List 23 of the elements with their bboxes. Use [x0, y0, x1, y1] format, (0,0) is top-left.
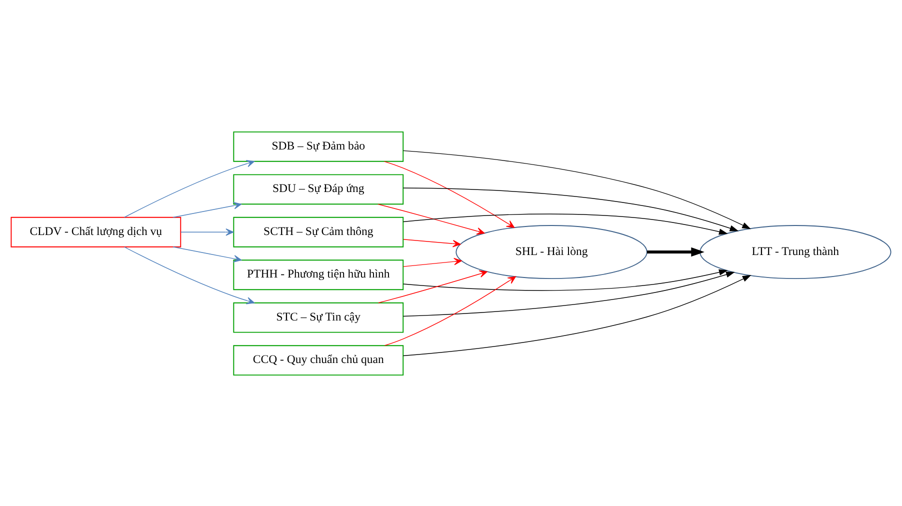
arrow — [172, 246, 242, 262]
arrow — [124, 160, 255, 218]
arrow — [402, 271, 735, 316]
arrow — [402, 213, 728, 234]
arrow — [180, 228, 234, 236]
arrow — [402, 187, 739, 231]
arrow — [403, 257, 462, 266]
arrow — [403, 238, 461, 247]
arrow — [647, 246, 704, 256]
node-box: STC – Sự Tin cậy — [233, 302, 404, 332]
node-box: CCQ - Quy chuẩn chủ quan — [233, 344, 404, 376]
node-box: SDU – Sự Đáp ứng — [233, 174, 404, 204]
arrow — [402, 268, 728, 290]
arrow — [384, 160, 515, 228]
node-box: CLDV - Chất lượng dịch vụ — [10, 216, 182, 247]
arrow — [124, 246, 255, 304]
arrow — [384, 276, 516, 346]
node-box: PTHH - Phương tiện hữu hình — [233, 259, 404, 290]
node-box: SCTH – Sự Cảm thông — [233, 216, 404, 247]
arrow — [402, 274, 752, 356]
node-box: SDB – Sự Đảm bảo — [233, 130, 404, 162]
arrow — [402, 150, 751, 229]
arrow — [172, 201, 242, 218]
